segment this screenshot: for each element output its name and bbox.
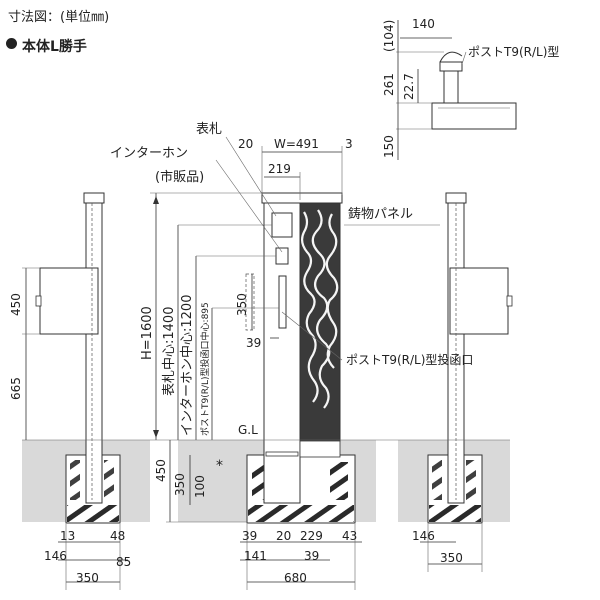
dim-b-229: 229 [300,529,323,543]
dim-top-219: 219 [268,162,291,176]
dim-b-48: 48 [110,529,125,543]
side-view-left [35,192,105,504]
dim-104: (104) [382,20,396,52]
dim-b-85: 85 [116,555,131,569]
dim-b-350-right: 350 [440,551,463,565]
label-intercom: インターホン [110,146,188,161]
dim-39-slot: 39 [246,336,261,350]
dim-h-total: H=1600 [140,306,155,360]
dimension-lines [22,20,510,590]
label-cast-panel: 鋳物パネル [348,206,413,222]
dim-b-13: 13 [60,529,75,543]
bullet-dot [6,38,17,49]
subtitle: 本体L勝手 [22,39,87,55]
leader-lines [215,51,467,361]
label-nameplate: 表札 [196,122,222,137]
dim-261: 261 [382,73,396,96]
dim-top-w: W=491 [274,137,319,151]
dim-450-base: 450 [154,459,168,482]
foundation-center [246,454,356,524]
dim-b-39b: 39 [304,549,319,563]
label-post-top: ポストT9(R/L)型 [468,45,559,59]
dim-b-20: 20 [276,529,291,543]
dim-227: 22.7 [402,73,416,100]
dim-intercom-center: インターホン中心:1200 [180,295,195,436]
dim-450-left: 450 [9,293,23,316]
label-gl: G.L [238,423,258,437]
side-view-right [445,192,513,504]
dim-350-slot: 350 [235,293,249,316]
dim-asterisk: * [216,458,223,474]
intercom [275,247,289,265]
dim-post-slot-center: ポストT9(R/L)型投函口中心:895 [199,302,211,436]
dim-b-680: 680 [284,571,307,585]
dim-350-base: 350 [173,473,187,496]
label-post-slot: ポストT9(R/L)型投函口 [346,352,473,367]
post-slot [278,275,287,329]
dim-nameplate-center: 表札中心:1400 [162,307,177,396]
dim-b-146-right: 146 [412,529,435,543]
dim-b-146-left: 146 [44,549,67,563]
page-title: 寸法図：(単位㎜) [8,10,110,25]
label-intercom-note: (市販品) [155,169,204,185]
nameplate [271,212,293,238]
dim-b-43: 43 [342,529,357,543]
dim-b-350-left: 350 [76,571,99,585]
dim-665: 665 [9,377,23,400]
dim-140: 140 [412,17,435,31]
dim-100: 100 [193,475,207,498]
dim-b-39a: 39 [242,529,257,543]
dim-top-3: 3 [345,137,353,151]
top-detail [396,51,517,130]
front-view-center [245,192,343,504]
dim-top-20: 20 [238,137,253,151]
dim-150: 150 [382,135,396,158]
dim-b-141: 141 [244,549,267,563]
